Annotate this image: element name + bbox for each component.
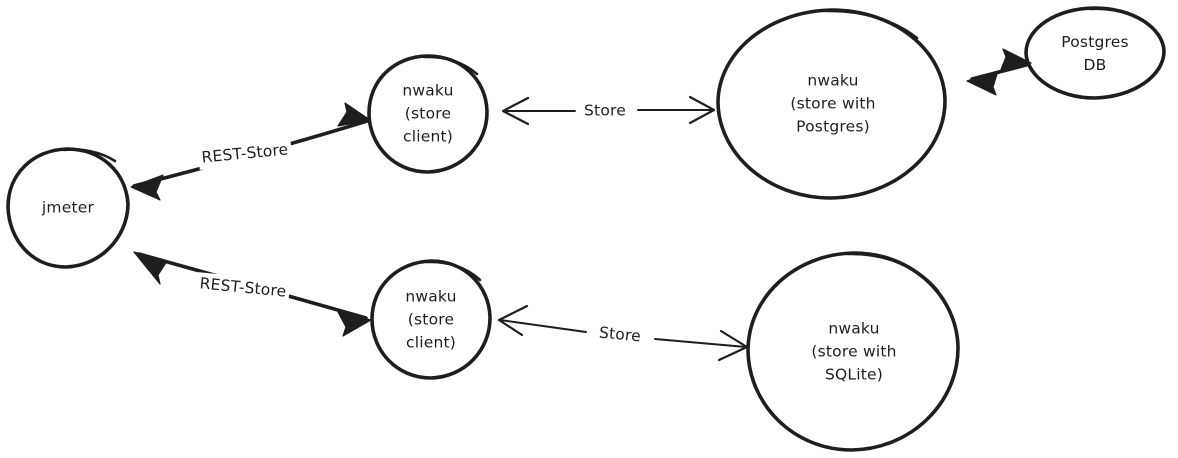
node-store-client-bottom-shape[interactable] [370, 259, 492, 380]
node-nwaku-sqlite-shape[interactable] [746, 251, 960, 452]
node-store-client-top-shape[interactable] [367, 54, 489, 174]
edge-store-client-bottom-to-sqlite-node[interactable] [497, 304, 749, 362]
edge-jmeter-to-store-client-bottom[interactable] [133, 251, 372, 337]
edge-jmeter-to-store-client-top[interactable] [130, 102, 371, 201]
node-postgres-db-shape[interactable] [1024, 6, 1166, 100]
edge-postgres-node-to-postgres-db[interactable] [966, 48, 1032, 96]
node-jmeter-shape[interactable] [6, 147, 130, 269]
node-nwaku-postgres-shape[interactable] [716, 8, 947, 200]
edge-store-client-top-to-postgres-node[interactable] [501, 95, 716, 126]
